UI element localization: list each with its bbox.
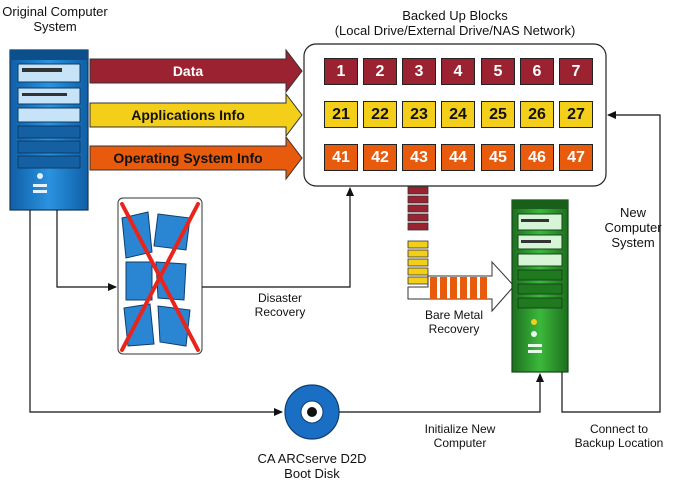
connector-to-boot-disk xyxy=(29,210,283,416)
block: 6 xyxy=(520,58,554,85)
block: 5 xyxy=(481,58,515,85)
block: 44 xyxy=(441,144,475,171)
connector-backup-location xyxy=(561,111,661,413)
bare-metal-bar-stack xyxy=(407,186,429,285)
connect-backup-location-label: Connect to Backup Location xyxy=(574,422,664,450)
block: 3 xyxy=(402,58,436,85)
block: 7 xyxy=(559,58,593,85)
original-server-icon xyxy=(9,49,89,211)
block: 2 xyxy=(363,58,397,85)
block: 46 xyxy=(520,144,554,171)
operating-system-arrow-label: Operating System Info xyxy=(113,150,263,166)
boot-disk-icon xyxy=(284,384,340,440)
new-server-icon xyxy=(511,199,569,373)
bare-metal-arrow xyxy=(407,260,515,313)
connector-to-broken xyxy=(56,210,117,291)
data-arrow-label: Data xyxy=(172,63,204,79)
block: 4 xyxy=(441,58,475,85)
applications-arrow-label: Applications Info xyxy=(131,107,245,123)
block: 42 xyxy=(363,144,397,171)
disaster-recovery-label: Disaster Recovery xyxy=(254,291,306,319)
block: 22 xyxy=(363,101,397,128)
backed-up-blocks-label: Backed Up Blocks (Local Drive/External D… xyxy=(334,8,576,38)
cross-out-icon xyxy=(120,202,200,352)
block: 24 xyxy=(441,101,475,128)
block: 25 xyxy=(481,101,515,128)
block: 27 xyxy=(559,101,593,128)
applications-arrow xyxy=(89,92,303,138)
bare-metal-recovery-label: Bare Metal Recovery xyxy=(424,308,484,336)
boot-disk-label: CA ARCserve D2D Boot Disk xyxy=(257,451,367,481)
block: 23 xyxy=(402,101,436,128)
block: 45 xyxy=(481,144,515,171)
data-arrow xyxy=(89,48,303,94)
operating-system-arrow xyxy=(89,135,303,181)
connector-initialize xyxy=(339,373,544,413)
original-system-label: Original Computer System xyxy=(2,4,108,34)
block: 21 xyxy=(324,101,358,128)
block: 41 xyxy=(324,144,358,171)
block: 43 xyxy=(402,144,436,171)
block: 47 xyxy=(559,144,593,171)
block: 1 xyxy=(324,58,358,85)
connector-disaster-recovery xyxy=(202,187,354,288)
new-system-label: New Computer System xyxy=(604,205,662,250)
block: 26 xyxy=(520,101,554,128)
initialize-new-computer-label: Initialize New Computer xyxy=(424,422,496,450)
